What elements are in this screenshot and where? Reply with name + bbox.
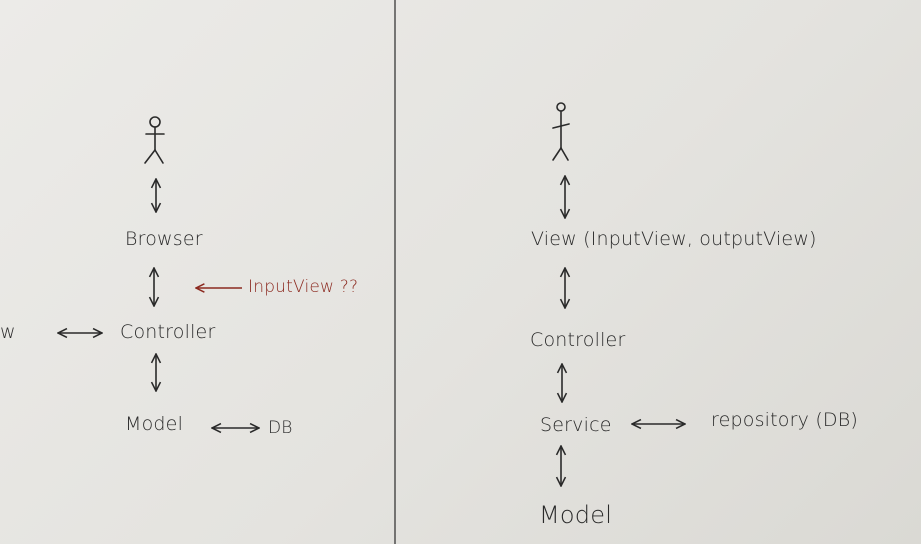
- right-service-label: Service: [540, 414, 612, 436]
- right-view-label: View (InputView, outputView): [531, 228, 817, 250]
- right-model-label: Model: [539, 501, 613, 529]
- inputview-note: InputView ??: [248, 277, 359, 297]
- right-user-stick-figure-icon: [552, 102, 570, 161]
- right-controller-label: Controller: [530, 329, 626, 351]
- left-controller-label: Controller: [120, 321, 216, 343]
- left-view-fragment-label: w: [0, 321, 16, 343]
- left-model-label: Model: [125, 413, 184, 435]
- left-db-label: DB: [268, 418, 293, 438]
- right-repository-label: repository (DB): [711, 409, 859, 431]
- left-browser-label: Browser: [125, 228, 203, 250]
- left-user-stick-figure-icon: [144, 116, 165, 164]
